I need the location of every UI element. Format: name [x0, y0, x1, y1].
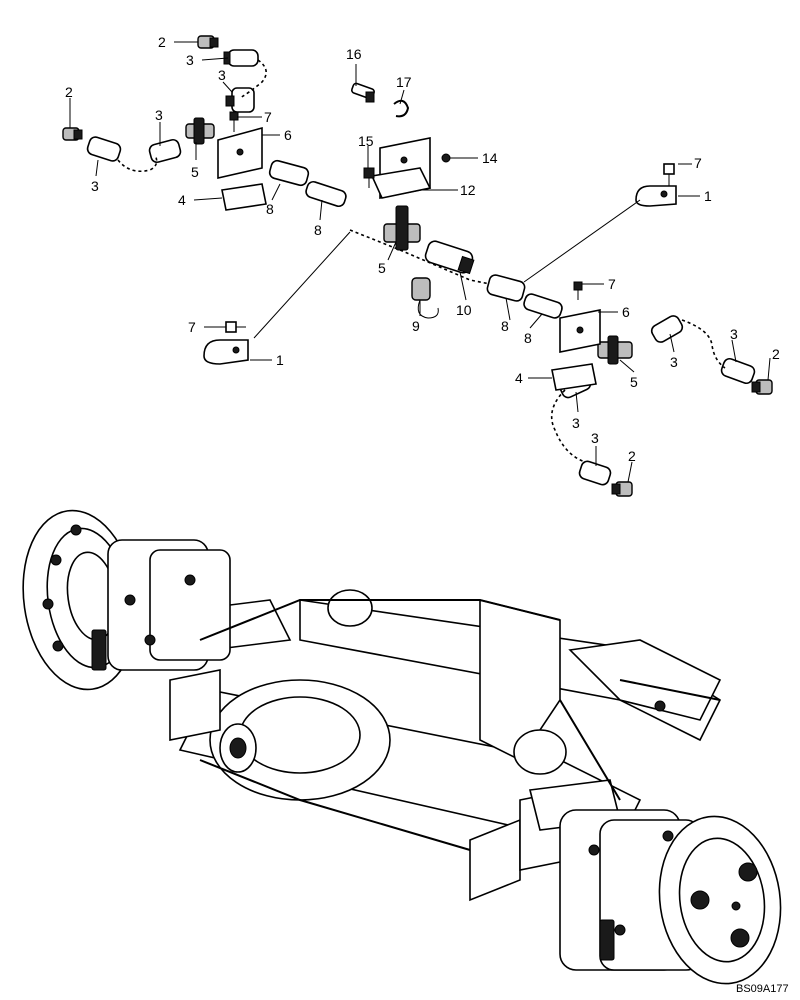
coupling-10: [424, 240, 475, 275]
drawing-id: BS09A177: [736, 983, 789, 995]
callout-c14: 7: [694, 155, 702, 171]
differential-cover: [239, 696, 361, 774]
callout-c26: 6: [622, 304, 630, 320]
callout-c20: 5: [378, 260, 386, 276]
callout-c6: 3: [218, 67, 226, 83]
mount-bracket-left: [169, 669, 221, 741]
connector-8-b: [305, 180, 347, 208]
callout-c29: 3: [670, 354, 678, 370]
fitting-2-right: [751, 379, 773, 395]
hose-line-top: [239, 59, 267, 99]
mount-bracket-center: [469, 818, 521, 902]
fitting-2-lower: [611, 481, 633, 497]
tee-fitting-5-center: [383, 205, 421, 251]
callout-c23: 10: [456, 302, 472, 318]
callout-leaders: [69, 41, 771, 483]
clamp-leader-right: [523, 199, 641, 283]
yoke-right: [568, 639, 722, 721]
yoke-nut: [654, 700, 666, 712]
connector-8-a: [268, 159, 310, 187]
fitting-2-left: [62, 127, 83, 141]
hose-line-center: [349, 229, 521, 291]
callout-c9: 6: [284, 127, 292, 143]
exploded-brake-line-parts: [62, 35, 773, 497]
callout-c33: 5: [630, 374, 638, 390]
screw-15: [363, 167, 375, 188]
callout-c12: 3: [91, 178, 99, 194]
wheel-end-left: [22, 509, 231, 691]
callout-c8: 7: [264, 109, 272, 125]
bracket-6-left: [217, 126, 263, 180]
nut-14: [441, 153, 451, 163]
hose-line-left: [117, 154, 158, 173]
callout-labels: 2 3 16 17 2 3 3 7 6 15 14 3 5 7 4 8 12 1…: [65, 34, 780, 464]
hose-end-3-a: [223, 49, 259, 67]
hose-end-3-h: [578, 460, 612, 486]
plate-4-right: [551, 363, 597, 391]
bolt-16: [350, 82, 376, 103]
callout-c24: 8: [501, 318, 509, 334]
pivot-bushing-top: [327, 589, 373, 627]
hose-end-3-f: [720, 357, 756, 385]
callout-c15: 4: [178, 192, 186, 208]
callout-c22: 9: [412, 318, 420, 334]
clip-17: [393, 99, 410, 118]
screw-7-d: [573, 281, 583, 300]
screw-7-b: [663, 163, 675, 186]
hose-end-3-c: [86, 136, 122, 162]
axle-tube-outline: [199, 599, 621, 851]
callout-c1: 2: [158, 34, 166, 50]
callout-c21: 7: [188, 319, 196, 335]
callout-c36: 2: [628, 448, 636, 464]
connector-8-c: [486, 274, 526, 302]
callout-c17: 12: [460, 182, 476, 198]
connector-8-d: [523, 293, 563, 319]
clamp-leader-left: [253, 231, 351, 339]
hose-end-3-e: [650, 315, 684, 343]
switch-9: [411, 277, 439, 319]
callout-c2: 3: [186, 52, 194, 68]
hose-line-lower: [550, 389, 586, 463]
callout-c19: 8: [314, 222, 322, 238]
plate-4-left: [221, 183, 267, 211]
callout-c35: 3: [591, 430, 599, 446]
bracket-12: [370, 137, 432, 199]
callout-c11: 14: [482, 150, 498, 166]
tee-fitting-5-left: [185, 117, 215, 145]
pivot-bushing-bottom: [513, 729, 567, 775]
callout-c32: 4: [515, 370, 523, 386]
callout-c31: 3: [730, 326, 738, 342]
bracket-6-right: [559, 309, 601, 353]
clamp-1-left: [203, 339, 249, 365]
callout-c4: 17: [396, 74, 412, 90]
screw-7-a: [229, 111, 239, 132]
callout-c27: 7: [608, 276, 616, 292]
axle-assembly: [22, 509, 782, 985]
callout-c34: 3: [572, 415, 580, 431]
fitting-2-top: [197, 35, 219, 49]
callout-c5: 2: [65, 84, 73, 100]
callout-c16: 8: [266, 201, 274, 217]
hose-end-3-d: [148, 138, 182, 164]
hose-line-right: [681, 319, 726, 369]
tee-fitting-5-right: [597, 335, 633, 365]
clamp-1-right: [635, 185, 677, 207]
callout-c13: 5: [191, 164, 199, 180]
callout-c3: 16: [346, 46, 362, 62]
callout-c7: 3: [155, 107, 163, 123]
callout-c18: 1: [704, 188, 712, 204]
yoke-bolt: [619, 679, 721, 701]
wheel-end-right: [559, 809, 782, 985]
callout-c10: 15: [358, 133, 374, 149]
callout-c28: 1: [276, 352, 284, 368]
pinion-hub: [229, 737, 247, 759]
hose-end-3-b: [225, 87, 255, 113]
callout-c25: 8: [524, 330, 532, 346]
callout-c30: 2: [772, 346, 780, 362]
screw-7-c: [225, 321, 246, 333]
